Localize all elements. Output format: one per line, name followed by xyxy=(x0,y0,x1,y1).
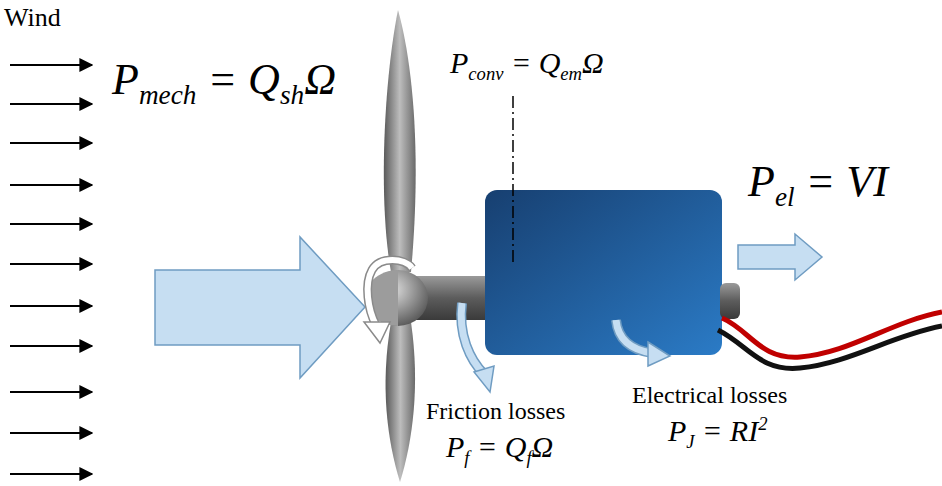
loss-label: Electrical losses xyxy=(632,382,787,408)
text-part: Friction losses xyxy=(426,398,565,424)
rotation-arrow xyxy=(368,260,412,325)
loss-arrow-head xyxy=(474,366,494,392)
text-part: Wind xyxy=(4,3,61,32)
loss-arrow-head xyxy=(648,342,670,366)
text-part: = Q xyxy=(503,46,560,79)
loss-arrow xyxy=(616,320,652,353)
text-part: = Q xyxy=(196,55,279,104)
wind-arrow xyxy=(10,345,92,347)
blade xyxy=(386,322,416,482)
subscript: J xyxy=(686,431,694,452)
loss-arrow xyxy=(461,303,484,374)
subscript: f xyxy=(464,447,469,468)
section-line xyxy=(512,96,514,262)
output-shaft xyxy=(720,283,740,319)
power-equation: Pmech = QshΩ xyxy=(112,56,336,110)
text-part: P xyxy=(450,46,468,79)
subscript: f xyxy=(526,447,531,468)
loss-label: Friction losses xyxy=(426,398,565,424)
loss-arrow xyxy=(461,303,484,374)
wind-arrows xyxy=(10,65,92,474)
subscript: mech xyxy=(139,80,197,110)
wind-arrow xyxy=(10,391,92,393)
wind-arrow xyxy=(10,305,92,307)
wind-arrow xyxy=(10,103,92,105)
wind-arrow xyxy=(10,64,92,66)
subscript: sh xyxy=(280,80,304,110)
text-part: = Q xyxy=(470,430,527,463)
text-part: = RI xyxy=(695,414,759,447)
text-part: Ω xyxy=(532,430,554,463)
wind-arrow xyxy=(10,184,92,186)
wind-arrow xyxy=(10,432,92,434)
wind-arrow xyxy=(10,473,92,475)
loss-equation: Pf = QfΩ xyxy=(446,430,553,468)
text-part: = VI xyxy=(795,157,888,206)
subscript: em xyxy=(560,63,582,84)
text-part: P xyxy=(112,55,139,104)
power-equation: Pconv = QemΩ xyxy=(450,46,604,84)
rotation-arrow xyxy=(368,260,412,325)
wind-arrow xyxy=(10,142,92,144)
rotation-arrow-head xyxy=(364,322,390,343)
text-part: Ω xyxy=(304,55,336,104)
text-part: P xyxy=(668,414,686,447)
text-part: P xyxy=(446,430,464,463)
subscript: conv xyxy=(468,63,503,84)
superscript: 2 xyxy=(758,413,767,434)
subscript: el xyxy=(775,182,795,212)
power-arrow xyxy=(155,237,365,378)
blade xyxy=(384,10,416,272)
loss-arrow xyxy=(616,320,652,353)
wind-arrow xyxy=(10,263,92,265)
generator xyxy=(485,190,722,355)
text-part: Ω xyxy=(582,46,604,79)
text-part: P xyxy=(748,157,775,206)
text-part: Electrical losses xyxy=(632,382,787,408)
wind-label: Wind xyxy=(4,4,61,33)
power-equation: Pel = VI xyxy=(748,158,888,212)
wind-arrow xyxy=(10,223,92,225)
power-arrow xyxy=(738,234,822,280)
loss-equation: PJ = RI2 xyxy=(668,414,767,452)
wire-black xyxy=(718,326,942,368)
